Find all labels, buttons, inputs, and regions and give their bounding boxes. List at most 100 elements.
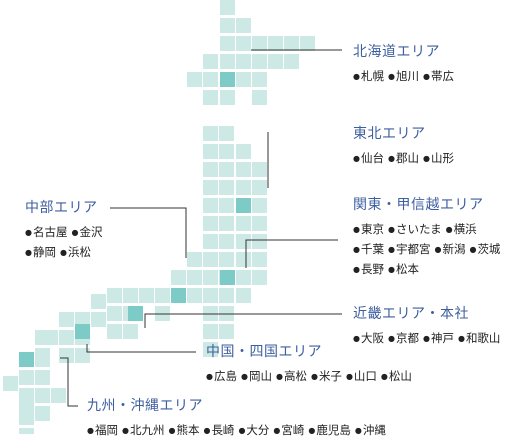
region-title-kyushu[interactable]: 九州・沖縄エリア (87, 398, 203, 414)
map-tile (252, 252, 267, 267)
map-tile (75, 312, 90, 327)
map-tile (203, 72, 218, 87)
map-tile (284, 54, 299, 69)
map-tile (220, 18, 235, 33)
city-label: 鹿児島 (308, 423, 351, 437)
map-tile (219, 216, 234, 231)
map-tile (203, 144, 218, 159)
city-label: 帯広 (423, 69, 454, 83)
city-list-tohoku: 仙台郡山山形 (353, 149, 458, 169)
map-tile (139, 288, 154, 303)
city-label: 沖縄 (355, 423, 386, 437)
map-tile (59, 330, 74, 345)
city-label: 大阪 (353, 331, 384, 345)
region-title-chugoku[interactable]: 中国・四国エリア (206, 344, 322, 360)
leader-line (144, 313, 342, 328)
map-tile (59, 348, 74, 363)
map-tile (91, 294, 106, 309)
map-tile (252, 72, 267, 87)
map-tile (187, 72, 202, 87)
map-tile (220, 54, 235, 69)
leader-line (86, 344, 196, 353)
city-list-kyushu: 福岡北九州熊本長崎大分宮崎鹿児島沖縄 (87, 421, 390, 441)
city-label: 大分 (238, 423, 269, 437)
city-row: 大阪京都神戸和歌山 (353, 329, 504, 349)
map-tile (35, 406, 50, 421)
city-row: 広島岡山高松米子山口松山 (206, 367, 416, 387)
map-tile (203, 252, 218, 267)
leader-line (245, 239, 338, 268)
region-title-tohoku[interactable]: 東北エリア (353, 126, 426, 142)
city-label: 宮崎 (273, 423, 304, 437)
map-tile (219, 126, 234, 141)
map-tile (236, 252, 251, 267)
map-tile (220, 90, 235, 105)
city-row: 仙台郡山山形 (353, 149, 458, 169)
city-list-hokkaido: 札幌旭川帯広 (353, 67, 458, 87)
city-label: 旭川 (388, 69, 419, 83)
city-row: 東京さいたま横浜 (353, 220, 504, 240)
map-tile (107, 288, 122, 303)
map-tile (236, 270, 251, 285)
city-label: 広島 (206, 369, 237, 383)
region-tohoku: 東北エリア 仙台郡山山形 (353, 125, 458, 169)
map-tile (203, 324, 218, 339)
region-title-hokkaido[interactable]: 北海道エリア (353, 44, 440, 60)
region-chubu: 中部エリア 名古屋金沢静岡浜松 (25, 199, 106, 263)
map-tile (203, 270, 218, 285)
city-label: 札幌 (353, 69, 384, 83)
map-tile (268, 54, 283, 69)
map-tile (51, 388, 66, 403)
region-chugoku: 中国・四国エリア 広島岡山高松米子山口松山 (206, 343, 416, 387)
map-tile (35, 330, 50, 345)
map-tile (203, 198, 218, 213)
map-tile (236, 180, 251, 195)
city-row: 札幌旭川帯広 (353, 67, 458, 87)
city-list-kinki: 大阪京都神戸和歌山 (353, 329, 504, 349)
map-tile (203, 234, 218, 249)
map-tile (219, 180, 234, 195)
city-label: 北九州 (122, 423, 165, 437)
map-tile-highlight (220, 270, 235, 285)
map-tile (219, 288, 234, 303)
city-label: 京都 (388, 331, 419, 345)
city-list-kanto: 東京さいたま横浜千葉宇都宮新潟茨城長野松本 (353, 220, 504, 280)
region-title-chubu[interactable]: 中部エリア (25, 200, 98, 216)
city-list-chubu: 名古屋金沢静岡浜松 (25, 223, 106, 263)
city-list-chugoku: 広島岡山高松米子山口松山 (206, 367, 416, 387)
region-kyushu: 九州・沖縄エリア 福岡北九州熊本長崎大分宮崎鹿児島沖縄 (87, 397, 390, 441)
city-label: 新潟 (434, 242, 465, 256)
city-row: 福岡北九州熊本長崎大分宮崎鹿児島沖縄 (87, 421, 390, 441)
map-tile (203, 54, 218, 69)
map-tile (268, 36, 283, 51)
leader-line (60, 357, 78, 407)
city-label: 高松 (276, 369, 307, 383)
map-tile (252, 216, 267, 231)
region-title-kinki[interactable]: 近畿エリア・本社 (353, 306, 469, 322)
map-tile (203, 342, 218, 357)
city-label: 米子 (311, 369, 342, 383)
map-tile (107, 306, 122, 321)
map-tile (219, 198, 234, 213)
map-tile (19, 428, 34, 434)
map-tile (236, 36, 251, 51)
map-tile-highlight (75, 324, 90, 339)
map-tile (203, 288, 218, 303)
city-label: 福岡 (87, 423, 118, 437)
city-row: 長野松本 (353, 260, 504, 280)
region-title-kanto[interactable]: 関東・甲信越エリア (353, 197, 484, 213)
city-label: 静岡 (25, 245, 56, 259)
map-tile-highlight (19, 352, 34, 367)
map-tile (236, 54, 251, 69)
map-tile (187, 270, 202, 285)
map-tile (219, 234, 234, 249)
map-tile (203, 90, 218, 105)
map-tile (219, 252, 234, 267)
map-tile (252, 270, 267, 285)
region-kanto: 関東・甲信越エリア 東京さいたま横浜千葉宇都宮新潟茨城長野松本 (353, 196, 504, 280)
map-tile (171, 270, 186, 285)
city-label: 神戸 (423, 331, 454, 345)
map-tile (19, 392, 34, 407)
map-tile (203, 126, 218, 141)
city-label: 山形 (423, 151, 454, 165)
